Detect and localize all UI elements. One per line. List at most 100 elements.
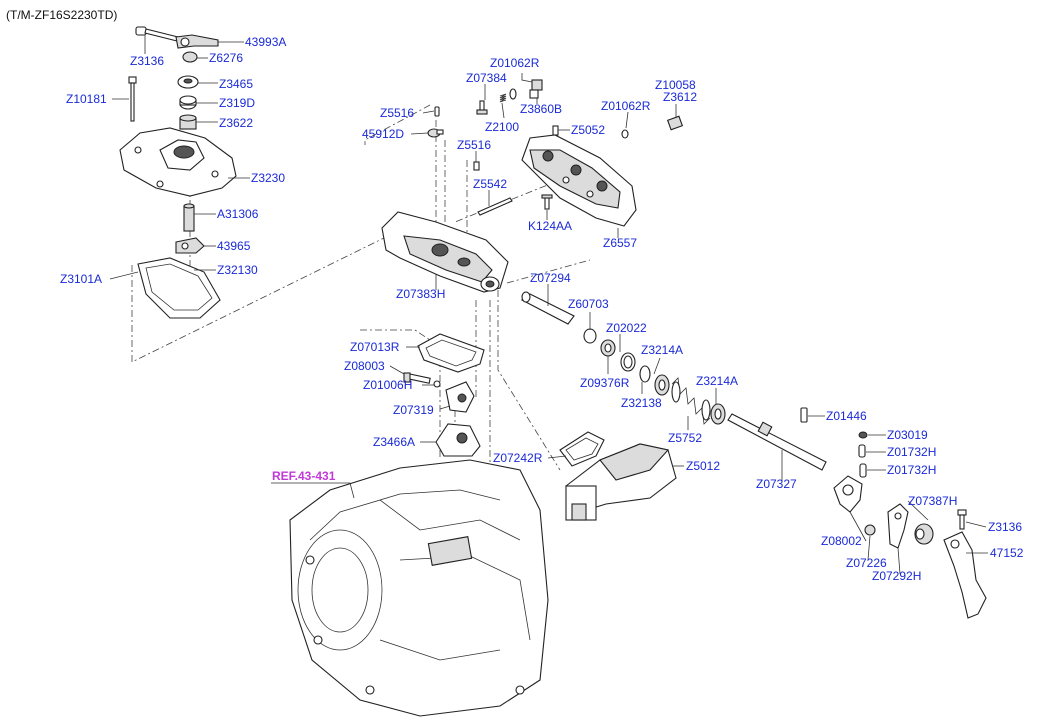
model-header: (T/M-ZF16S2230TD) — [6, 8, 117, 22]
lever-43993a — [175, 34, 219, 49]
screw-k124aa — [541, 194, 553, 210]
oring-z01062r-b — [621, 129, 629, 139]
label-z07013r[interactable]: Z07013R — [350, 340, 400, 354]
label-z10058[interactable]: Z10058 — [655, 78, 696, 92]
washer-z3214a-a — [654, 374, 670, 396]
label-z5516-a[interactable]: Z5516 — [380, 106, 414, 120]
part-labels: 43993A Z3136 Z6276 Z3465 Z10181 Z319D Z3… — [60, 35, 1024, 583]
label-z319d[interactable]: Z319D — [219, 96, 255, 110]
label-z09376r[interactable]: Z09376R — [580, 376, 630, 390]
label-z32138[interactable]: Z32138 — [621, 396, 662, 410]
label-z02022[interactable]: Z02022 — [606, 321, 647, 335]
ref-link[interactable]: REF.43-431 — [272, 469, 336, 483]
label-z3136-right[interactable]: Z3136 — [988, 520, 1022, 534]
bolt-z3136-right — [957, 509, 967, 530]
label-z10181[interactable]: Z10181 — [66, 92, 107, 106]
valve-block-z6557 — [521, 134, 637, 227]
gasket-z07013r — [417, 333, 485, 373]
label-z01006h[interactable]: Z01006H — [363, 378, 412, 392]
label-z01446[interactable]: Z01446 — [826, 409, 867, 423]
tube-z07294 — [520, 291, 575, 325]
label-z3860b[interactable]: Z3860B — [520, 102, 562, 116]
nut-z03019 — [858, 431, 868, 439]
label-z5516-b[interactable]: Z5516 — [457, 138, 491, 152]
label-z3466a[interactable]: Z3466A — [373, 435, 415, 449]
bolt-z10181 — [128, 76, 137, 122]
label-z07226[interactable]: Z07226 — [846, 556, 887, 570]
lever-z08002 — [833, 475, 863, 513]
label-z03019[interactable]: Z03019 — [887, 428, 928, 442]
nut-z6276 — [182, 51, 198, 63]
screw-z07384 — [476, 100, 488, 115]
label-k124aa[interactable]: K124AA — [528, 219, 572, 233]
label-z01062r-a[interactable]: Z01062R — [490, 56, 540, 70]
label-z60703[interactable]: Z60703 — [568, 297, 609, 311]
label-z08002[interactable]: Z08002 — [821, 534, 862, 548]
label-z3214a-b[interactable]: Z3214A — [696, 374, 738, 388]
leader-lines — [109, 35, 988, 575]
spring-z2100 — [499, 93, 507, 103]
label-z3214a-a[interactable]: Z3214A — [641, 343, 683, 357]
label-z07327[interactable]: Z07327 — [756, 477, 797, 491]
label-z5752[interactable]: Z5752 — [668, 431, 702, 445]
label-z07292h[interactable]: Z07292H — [872, 569, 921, 583]
label-z07242r[interactable]: Z07242R — [493, 451, 543, 465]
label-z6557[interactable]: Z6557 — [603, 236, 637, 250]
bushing-z319d — [179, 95, 197, 110]
bolt-z3136-top — [135, 26, 179, 42]
label-z3622[interactable]: Z3622 — [219, 116, 253, 130]
label-43965[interactable]: 43965 — [217, 239, 251, 253]
label-z3136-top[interactable]: Z3136 — [130, 54, 164, 68]
housing-z07383h — [381, 211, 509, 293]
ring-z32138 — [639, 365, 651, 383]
cover-z3466a — [435, 423, 481, 457]
pin-z01732h-a — [858, 444, 866, 458]
label-z01732h-b[interactable]: Z01732H — [887, 463, 936, 477]
label-z5012[interactable]: Z5012 — [686, 459, 720, 473]
screw-z5052 — [552, 125, 559, 136]
label-z07319[interactable]: Z07319 — [393, 403, 434, 417]
label-z2100[interactable]: Z2100 — [485, 120, 519, 134]
bearing-z3622 — [179, 114, 197, 130]
label-z6276[interactable]: Z6276 — [209, 51, 243, 65]
label-z07294[interactable]: Z07294 — [530, 271, 571, 285]
pin-z5516-a — [434, 106, 440, 117]
oring-z01062r-a — [509, 88, 517, 100]
sensor-45912d — [427, 128, 444, 138]
lever-z07292h — [887, 503, 909, 549]
transmission-case — [289, 459, 549, 717]
shaft-a31306 — [183, 203, 195, 232]
label-z01062r-b[interactable]: Z01062R — [601, 99, 651, 113]
washer-z3465 — [177, 75, 199, 89]
shaft-z07327 — [727, 413, 827, 471]
label-47152[interactable]: 47152 — [990, 546, 1024, 560]
label-a31306[interactable]: A31306 — [217, 207, 259, 221]
lever-47152 — [943, 531, 987, 619]
label-z07384[interactable]: Z07384 — [466, 71, 507, 85]
cylinder-z5012 — [565, 443, 677, 521]
label-z3612[interactable]: Z3612 — [663, 90, 697, 104]
label-z3230[interactable]: Z3230 — [251, 171, 285, 185]
label-z32130[interactable]: Z32130 — [217, 263, 258, 277]
ring-z02022 — [620, 352, 636, 372]
spring-z5752 — [671, 377, 711, 425]
label-z08003[interactable]: Z08003 — [344, 359, 385, 373]
valve-z3860b — [529, 79, 543, 99]
washer-z3214a-b — [710, 403, 726, 425]
label-z3465[interactable]: Z3465 — [219, 77, 253, 91]
label-z07387h[interactable]: Z07387H — [908, 494, 957, 508]
bolt-z08003 — [403, 372, 431, 384]
nut-z07226 — [864, 524, 876, 536]
label-43993a[interactable]: 43993A — [245, 35, 286, 49]
label-z3101a[interactable]: Z3101A — [60, 272, 102, 286]
cover-z3230 — [119, 127, 237, 197]
label-z01732h-a[interactable]: Z01732H — [887, 445, 936, 459]
label-z07383h[interactable]: Z07383H — [396, 287, 445, 301]
switch-z3612 — [666, 115, 684, 131]
label-45912d[interactable]: 45912D — [362, 127, 404, 141]
label-z5052[interactable]: Z5052 — [571, 123, 605, 137]
label-z5542[interactable]: Z5542 — [473, 177, 507, 191]
pin-z01446 — [800, 407, 808, 423]
